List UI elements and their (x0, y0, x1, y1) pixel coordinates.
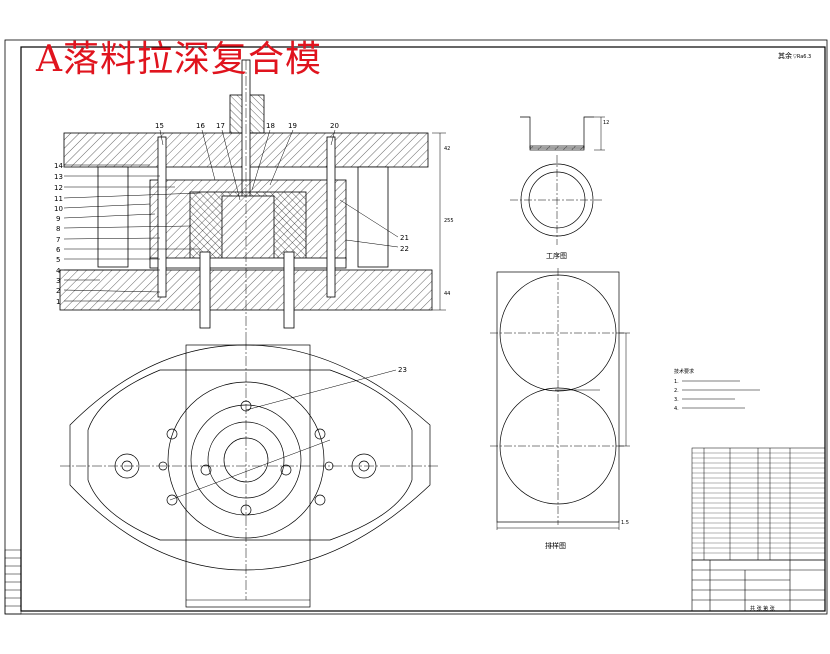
technical-notes: 技术要求 1. 2. 3. 4. (674, 368, 760, 412)
dim-right-2: 255 (444, 218, 454, 224)
strip-pitch-dim: 1.5 (621, 520, 629, 526)
screw-hole (166, 494, 178, 506)
lower-die-outline (87, 369, 413, 541)
part-label: 5 (56, 256, 60, 264)
part-label: 21 (400, 234, 409, 242)
part-label: 17 (216, 122, 225, 130)
die-set-outline (69, 344, 431, 571)
note-item: 1. (674, 379, 679, 385)
part-label: 6 (56, 246, 61, 254)
part-label: 8 (56, 225, 60, 233)
part-label: 14 (54, 162, 63, 170)
part-label: 16 (196, 122, 205, 130)
part-label: 15 (155, 122, 164, 130)
parts-list (691, 447, 826, 561)
note-item: 3. (674, 397, 679, 403)
part-label: 19 (288, 122, 297, 130)
revision-strip (4, 549, 22, 615)
notes-heading: 技术要求 (674, 368, 694, 375)
part-label: 3 (56, 277, 60, 285)
workpiece-height-dim: 12 (603, 120, 609, 126)
part-label: 10 (54, 205, 63, 213)
part-label: 9 (56, 215, 60, 223)
part-label: 20 (330, 122, 339, 130)
bolt-right (326, 136, 336, 298)
section-view: 42 255 44 14 13 12 11 10 9 8 7 6 5 (54, 59, 454, 340)
push-rod-left (199, 251, 211, 329)
push-rod-right (283, 251, 295, 329)
note-item: 4. (674, 406, 679, 412)
part-label: 12 (54, 184, 63, 192)
drawing-title-banner: A落料拉深复合模 (36, 39, 322, 80)
roughness-symbol: ▽Ra6.3 (793, 54, 811, 60)
roughness-note: 其余 (778, 51, 792, 60)
plan-view (60, 340, 440, 608)
bolt-hole (280, 464, 292, 476)
strip-caption: 排样图 (545, 541, 566, 550)
inner-border (20, 46, 826, 612)
part-label: 13 (54, 173, 63, 181)
part-label: 1 (56, 298, 60, 306)
workpiece-caption: 工序图 (546, 251, 567, 260)
outer-border (4, 39, 828, 615)
bolt-hole (200, 464, 212, 476)
sheet-label: 共 张 第 张 (750, 605, 775, 612)
part-label: 22 (400, 245, 409, 253)
guide-post-right (357, 166, 389, 268)
title-block (691, 559, 826, 612)
part-label: 7 (56, 236, 60, 244)
cup-profile (520, 116, 594, 149)
part-label: 4 (56, 267, 61, 275)
workpiece-view (510, 116, 605, 245)
screw-hole (314, 428, 326, 440)
note-item: 2. (674, 388, 679, 394)
callout-23: 23 (398, 366, 407, 374)
screw-hole (166, 428, 178, 440)
part-label: 18 (266, 122, 275, 130)
part-label: 2 (56, 287, 60, 295)
guide-rail (185, 344, 311, 608)
dim-right-3: 44 (444, 291, 450, 297)
stripper-plate (149, 257, 347, 269)
callout-leader (245, 369, 397, 411)
guide-post-left (97, 166, 129, 268)
screw-hole (314, 494, 326, 506)
bolt-left (157, 136, 167, 298)
dim-right-1: 42 (444, 146, 450, 152)
part-label: 11 (54, 195, 63, 203)
strip-layout-view (490, 268, 630, 530)
